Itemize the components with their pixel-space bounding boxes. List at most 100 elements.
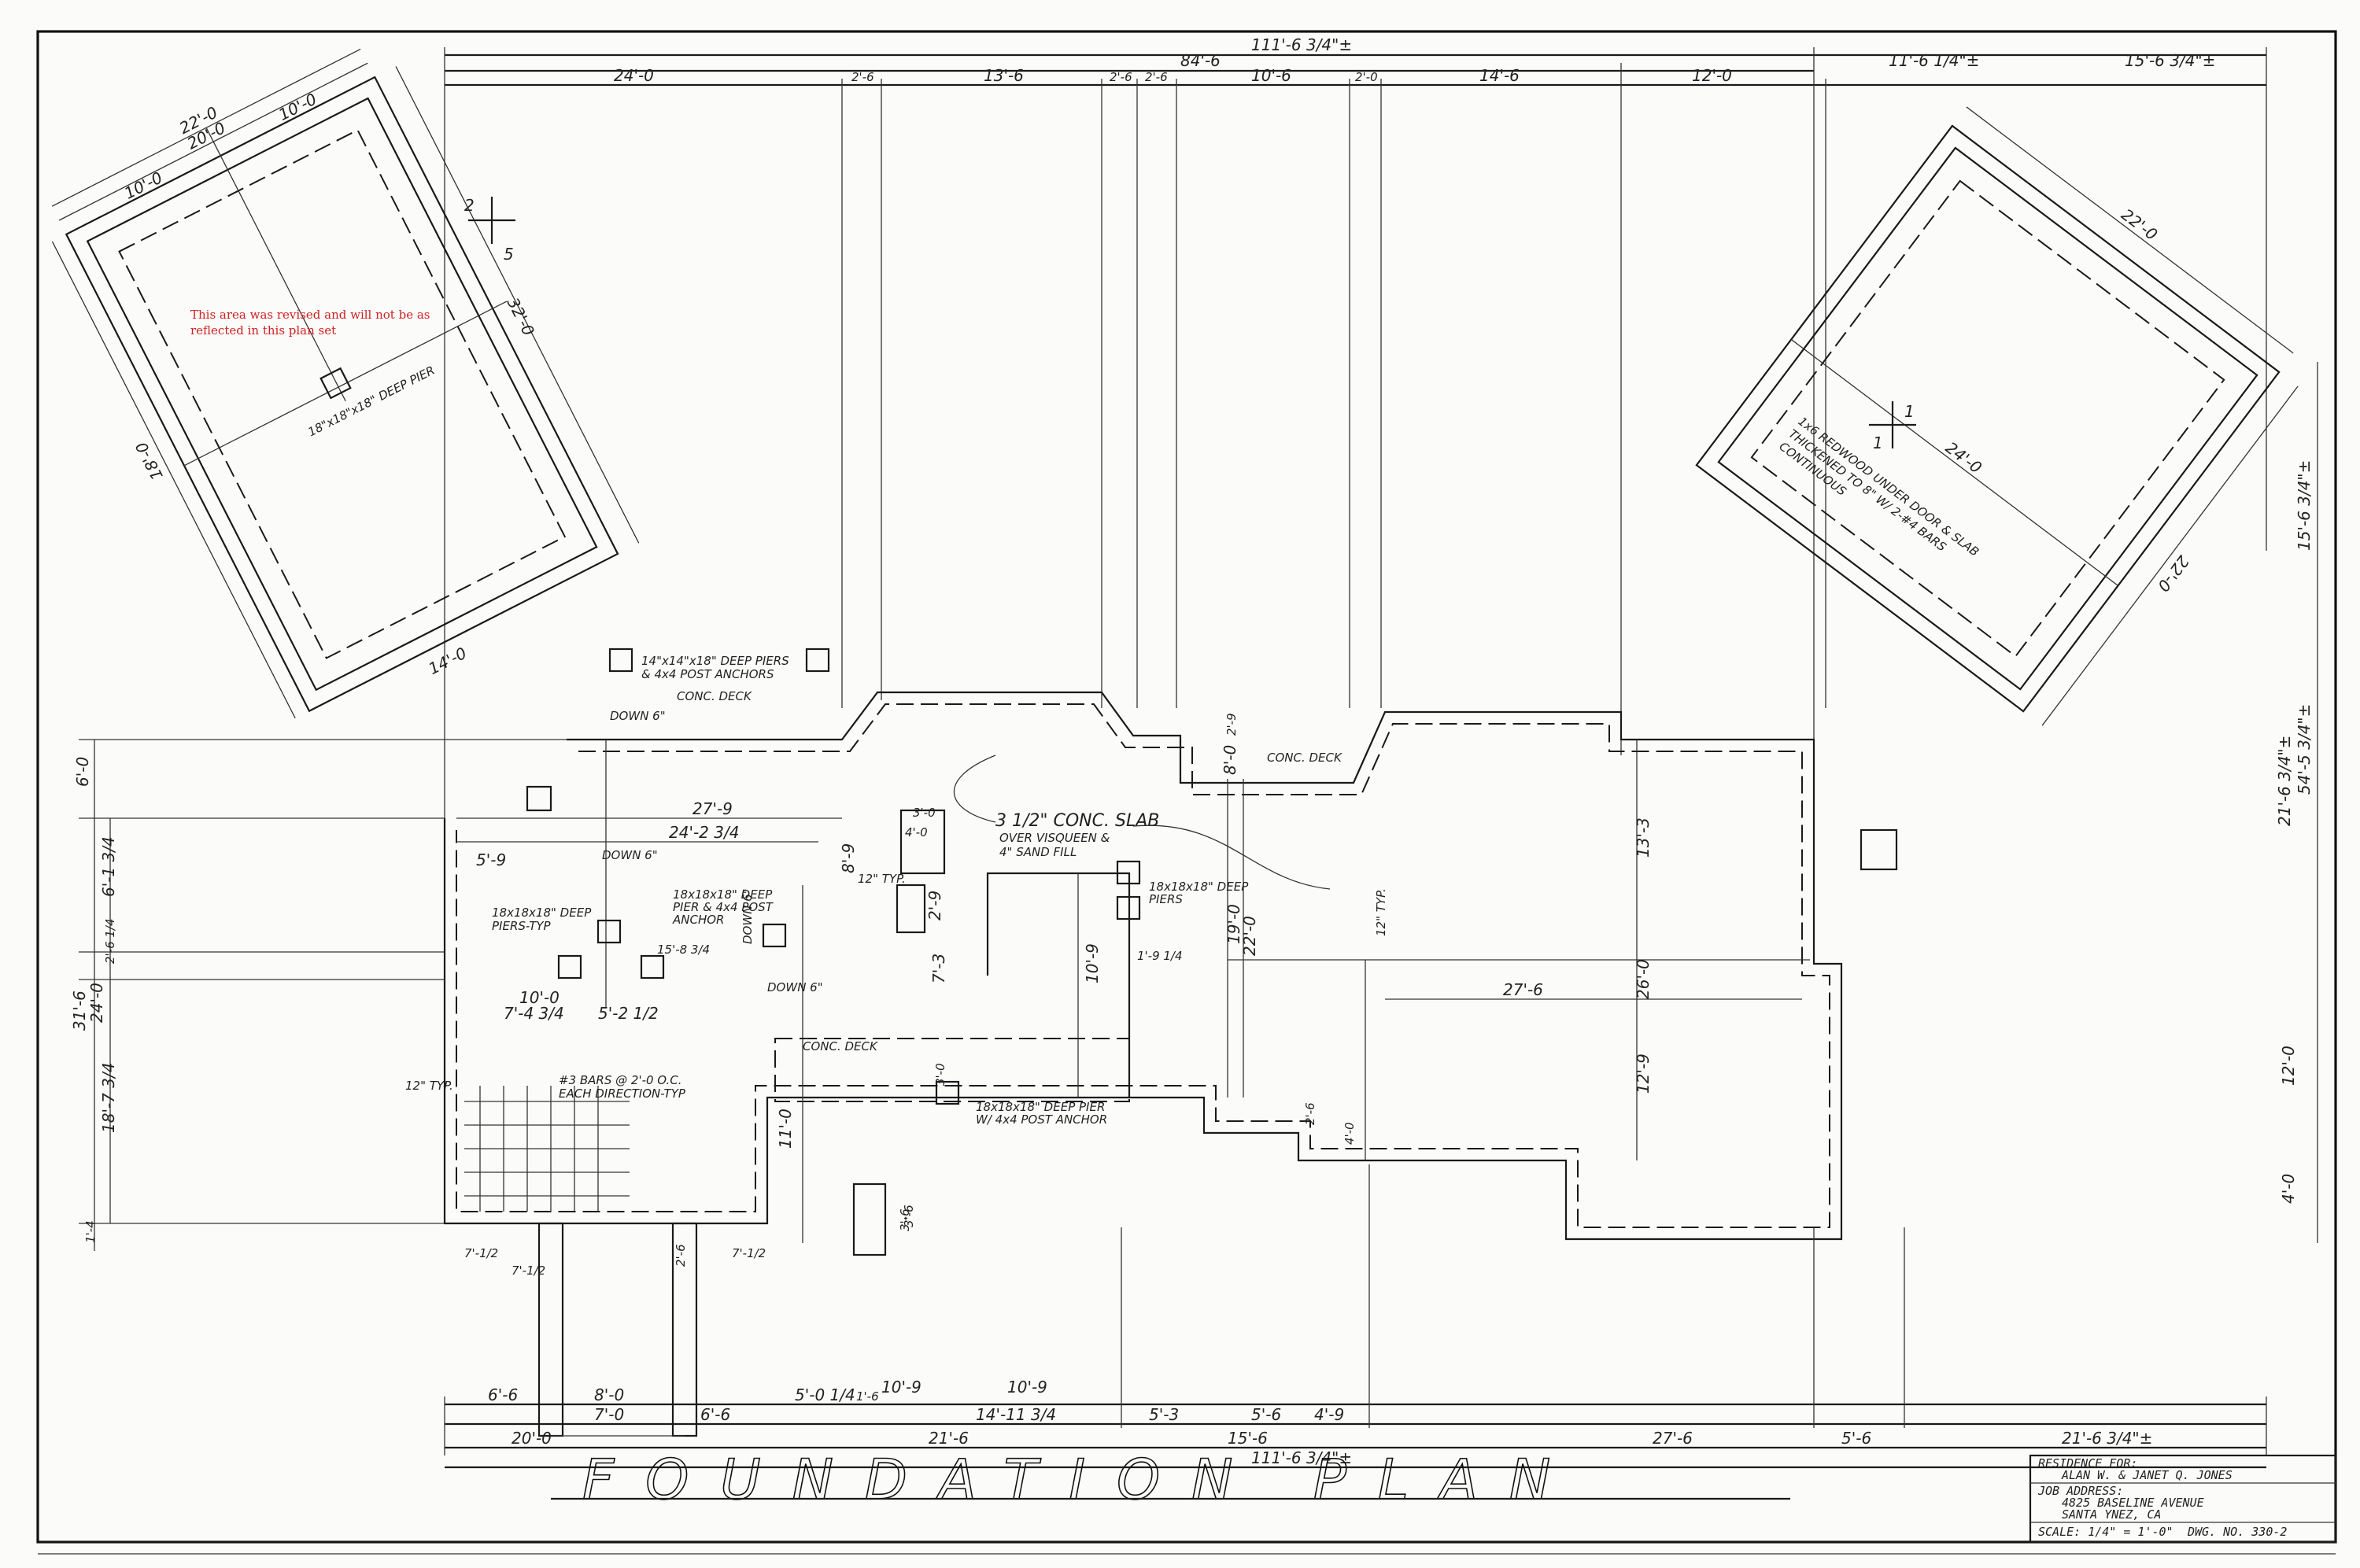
right-dim-3: 21'-6 3/4"±	[2275, 736, 2294, 826]
pier-5	[762, 923, 787, 948]
dim-overall-bottom: 111'-6 3/4"±	[1251, 1448, 1352, 1467]
note-pier-post-3: ANCHOR	[672, 913, 724, 927]
int-dim-18: 2'-9	[1224, 713, 1239, 736]
note-right-piers-1: 18x18x18" DEEP	[1149, 880, 1249, 894]
dim-top-right-1: 11'-6 1/4"±	[1889, 51, 1979, 70]
int-dim-16: 22'-0	[1240, 916, 1259, 956]
bot-dim-1: 6'-6	[488, 1385, 518, 1404]
int-dim-14: 1'-9 1/4	[1137, 949, 1183, 963]
int-dim-19: 13'-3	[1634, 817, 1653, 858]
int-dim-6: 10'-0	[519, 988, 560, 1007]
slab-leader-2	[1132, 825, 1331, 890]
garage-note-1: 1x6 REDWOOD UNDER DOOR & SLAB	[1796, 414, 1982, 559]
rebar-grid	[464, 1086, 630, 1212]
note-right-piers-2: PIERS	[1149, 892, 1183, 906]
tb-residence-label: RESIDENCE FOR:	[2038, 1456, 2137, 1470]
garage-dim-2: 22'-0	[2154, 552, 2193, 596]
int-dim-24: 3'-6	[898, 1208, 912, 1231]
left-dim-3: 2'-6 1/4	[103, 918, 117, 964]
int-dim-8: 5'-2 1/2	[598, 1004, 659, 1023]
tb-owner: ALAN W. & JANET Q. JONES	[2061, 1468, 2233, 1482]
bot-dim-11: 5'-6	[1841, 1429, 1871, 1448]
wing-dim-8: 18'-0	[131, 439, 166, 483]
svg-text:2: 2	[464, 196, 475, 215]
bot-dim-17: 14'-11 3/4	[976, 1405, 1056, 1424]
int-dim-12: 7'-3	[929, 954, 948, 983]
tb-city: SANTA YNEZ, CA	[2062, 1507, 2161, 1522]
left-dim-5: 18'-7 3/4	[99, 1063, 118, 1133]
dim-top-7: 2'-0	[1355, 70, 1378, 84]
int-dim-28: 7'-1/2	[464, 1246, 498, 1260]
garage-plan: 22'-0 24'-0 22'-0 1x6 REDWOOD UNDER DOOR…	[1695, 106, 2299, 726]
int-dim-1: 27'-9	[692, 799, 733, 818]
wing-pier-note: 18"x18"x18" DEEP PIER	[305, 363, 437, 439]
left-dim-4: 24'-0	[87, 983, 106, 1023]
dim-top-right-2: 15'-6 3/4"±	[2125, 51, 2215, 70]
left-dim-1: 6'-0	[73, 757, 92, 787]
right-dim-5: 4'-0	[2279, 1174, 2298, 1204]
note-down-1: DOWN 6"	[602, 848, 658, 862]
int-dim-21: 12'-9	[1634, 1053, 1653, 1094]
note-down-2: DOWN 6"	[610, 709, 666, 723]
note-down-3: DOWN 6"	[767, 980, 823, 994]
left-dim-2: 6'-1 3/4	[99, 836, 118, 897]
dim-84-6: 84'-6	[1180, 51, 1221, 70]
note-piers-typ-1: 18x18x18" DEEP	[492, 906, 592, 920]
int-dim-26: 4'-0	[1343, 1122, 1357, 1145]
drawing-notes: 14"x14"x18" DEEP PIERS & 4x4 POST ANCHOR…	[405, 654, 1388, 1127]
bot-dim-16: 21'-6	[929, 1429, 969, 1448]
dim-top-6: 10'-6	[1251, 66, 1291, 85]
pier-10	[805, 647, 830, 673]
dim-top-3: 13'-6	[984, 66, 1024, 85]
left-wing-plan: 22'-0 20'-0 10'-0 10'-0 32'-0 18'-0 14'-…	[51, 48, 640, 719]
drawing-title: FOUNDATION PLAN	[582, 1448, 1582, 1512]
note-piers-typ-2: PIERS-TYP	[492, 919, 552, 933]
int-dim-15: 19'-0	[1224, 904, 1243, 944]
note-typ-12c: 12" TYP.	[1374, 888, 1388, 936]
svg-text:5: 5	[504, 245, 514, 264]
note-slab-3: 4" SAND FILL	[999, 845, 1077, 859]
int-dim-5: 3'-0	[913, 806, 936, 820]
bot-dim-9: 4'-9	[1314, 1405, 1344, 1424]
pier-3	[557, 954, 582, 980]
bot-dim-8: 5'-6	[1251, 1405, 1281, 1424]
right-dim-4: 12'-0	[2279, 1046, 2298, 1086]
int-dim-13: 10'-9	[1083, 943, 1102, 983]
pier-8	[935, 1080, 960, 1105]
bot-dim-10: 27'-6	[1653, 1429, 1693, 1448]
tb-drawing-no: DWG. NO. 330-2	[2187, 1525, 2287, 1539]
svg-text:1: 1	[1904, 402, 1915, 421]
note-piers-anchors-1: 14"x14"x18" DEEP PIERS	[641, 654, 789, 668]
svg-text:1: 1	[1873, 434, 1883, 452]
bot-dim-12: 21'-6 3/4"±	[2062, 1429, 2152, 1448]
revision-note-line-2: reflected in this plan set	[190, 323, 336, 338]
bot-dim-5: 10'-9	[881, 1378, 921, 1396]
int-dim-2: 24'-2 3/4	[669, 823, 739, 842]
bot-dim-4: 1'-6	[856, 1389, 879, 1404]
tb-address: 4825 BASELINE AVENUE	[2062, 1496, 2204, 1510]
dim-top-4: 2'-6	[1110, 70, 1132, 84]
int-dim-7: 7'-4 3/4	[504, 1004, 564, 1023]
left-dimensions: 6'-0 6'-1 3/4 2'-6 1/4 24'-0 18'-7 3/4 1…	[70, 740, 118, 1251]
bot-dim-3: 5'-0 1/4	[795, 1385, 855, 1404]
slab-leader-1	[953, 754, 996, 823]
title-block: RESIDENCE FOR: ALAN W. & JANET Q. JONES …	[2029, 1454, 2337, 1544]
top-dimensions: 111'-6 3/4"± 84'-6 11'-6 1/4"± 15'-6 3/4…	[444, 35, 2267, 818]
int-dim-31: 7'-1/2	[732, 1246, 766, 1260]
int-dim-25: 3'-0	[933, 1063, 947, 1086]
dim-top-5: 2'-6	[1145, 70, 1168, 84]
garage-dim-1: 22'-0	[2118, 205, 2161, 244]
left-dim-6: 1'-4	[83, 1220, 98, 1243]
note-slab-2: OVER VISQUEEN &	[999, 831, 1110, 845]
note-typ-12b: 12" TYP.	[405, 1079, 453, 1093]
int-dim-11: 2'-9	[925, 891, 944, 921]
dim-top-1: 24'-0	[614, 66, 654, 85]
int-dim-3: 5'-9	[476, 850, 506, 869]
bot-dim-14: 7'-0	[594, 1405, 624, 1424]
pier-6	[1116, 860, 1141, 885]
garage-dim-3: 24'-0	[1942, 438, 1985, 478]
int-dim-29: 7'-1/2	[512, 1264, 545, 1278]
note-conc-deck-1: CONC. DECK	[677, 689, 752, 703]
int-dim-20: 26'-0	[1634, 959, 1653, 999]
bot-dim-6: 10'-9	[1007, 1378, 1047, 1396]
